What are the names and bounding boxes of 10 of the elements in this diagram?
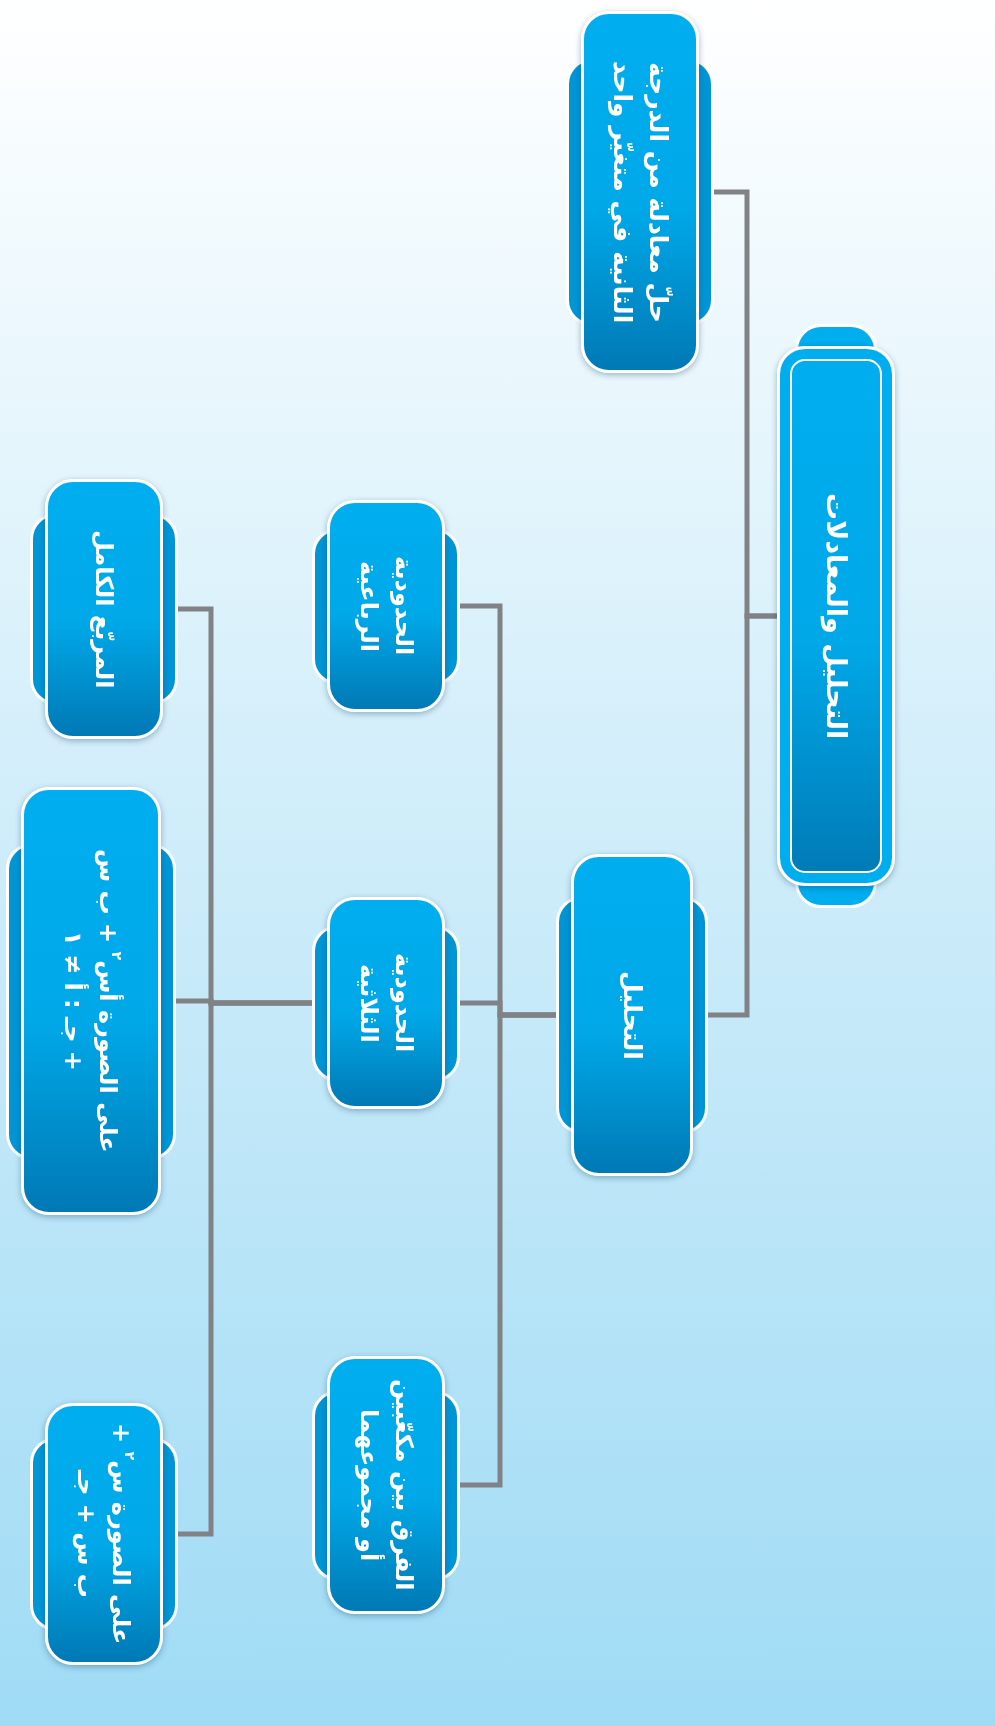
- box-label: المربّع الكامل: [89, 529, 120, 689]
- box-label: الحدودية الثلاثية: [354, 952, 419, 1055]
- box-label: التحليل والمعادلات: [819, 492, 853, 740]
- box-label: حلّ معادلة من الدرجة الثانية في متغيّر واحد: [607, 59, 675, 326]
- connector: [708, 613, 777, 1018]
- box-label: الفرق بين مكعّبين أو مجموعهما: [354, 1378, 419, 1593]
- box-label: التحليل: [617, 970, 649, 1060]
- connector: [460, 1012, 556, 1488]
- connector: [178, 1000, 312, 1537]
- box-label: الحدودية الرباعية: [354, 555, 419, 658]
